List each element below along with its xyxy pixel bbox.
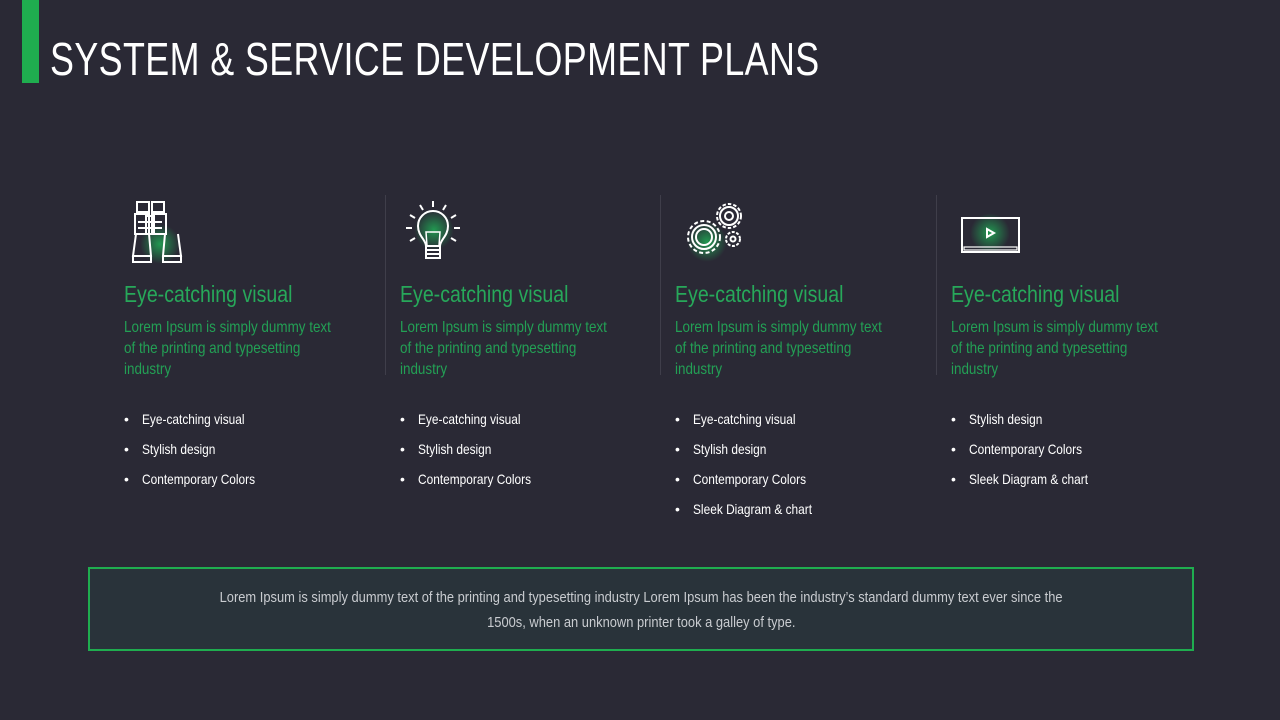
list-item: Stylish design xyxy=(400,439,551,469)
list-item: Eye-catching visual xyxy=(124,409,275,439)
list-item: Eye-catching visual xyxy=(675,409,833,439)
title-accent-bar xyxy=(22,0,39,83)
column-divider xyxy=(660,195,661,375)
feature-heading: Eye-catching visual xyxy=(400,281,569,307)
feature-heading: Eye-catching visual xyxy=(124,281,293,307)
feature-description: Lorem Ipsum is simply dummy text of the … xyxy=(951,319,1158,378)
video-player-icon xyxy=(951,200,1021,264)
list-item: Sleek Diagram & chart xyxy=(951,469,1109,499)
list-item: Contemporary Colors xyxy=(400,469,551,499)
column-divider xyxy=(936,195,937,375)
list-item: Eye-catching visual xyxy=(400,409,551,439)
column-divider xyxy=(385,195,386,375)
list-item: Stylish design xyxy=(951,409,1109,439)
list-item: Stylish design xyxy=(124,439,275,469)
feature-description: Lorem Ipsum is simply dummy text of the … xyxy=(675,319,882,378)
feature-heading: Eye-catching visual xyxy=(675,281,844,307)
list-item: Contemporary Colors xyxy=(951,439,1109,469)
list-item: Stylish design xyxy=(675,439,833,469)
list-item: Contemporary Colors xyxy=(124,469,275,499)
feature-bullet-list: Eye-catching visual Stylish design Conte… xyxy=(675,409,833,529)
binoculars-icon xyxy=(124,200,194,264)
feature-bullet-list: Stylish design Contemporary Colors Sleek… xyxy=(951,409,1109,499)
list-item: Sleek Diagram & chart xyxy=(675,499,833,529)
summary-line-1: Lorem Ipsum is simply dummy text of the … xyxy=(219,589,1063,606)
feature-heading: Eye-catching visual xyxy=(951,281,1120,307)
feature-bullet-list: Eye-catching visual Stylish design Conte… xyxy=(124,409,275,499)
summary-text: Lorem Ipsum is simply dummy text of the … xyxy=(121,585,1161,635)
summary-box: Lorem Ipsum is simply dummy text of the … xyxy=(88,567,1194,651)
summary-line-2: 1500s, when an unknown printer took a ga… xyxy=(486,614,796,631)
feature-description: Lorem Ipsum is simply dummy text of the … xyxy=(124,319,331,378)
page-title: SYSTEM & SERVICE DEVELOPMENT PLANS xyxy=(50,33,820,85)
feature-description: Lorem Ipsum is simply dummy text of the … xyxy=(400,319,607,378)
list-item: Contemporary Colors xyxy=(675,469,833,499)
gears-icon xyxy=(675,200,745,264)
feature-bullet-list: Eye-catching visual Stylish design Conte… xyxy=(400,409,551,499)
lightbulb-icon xyxy=(400,200,470,264)
